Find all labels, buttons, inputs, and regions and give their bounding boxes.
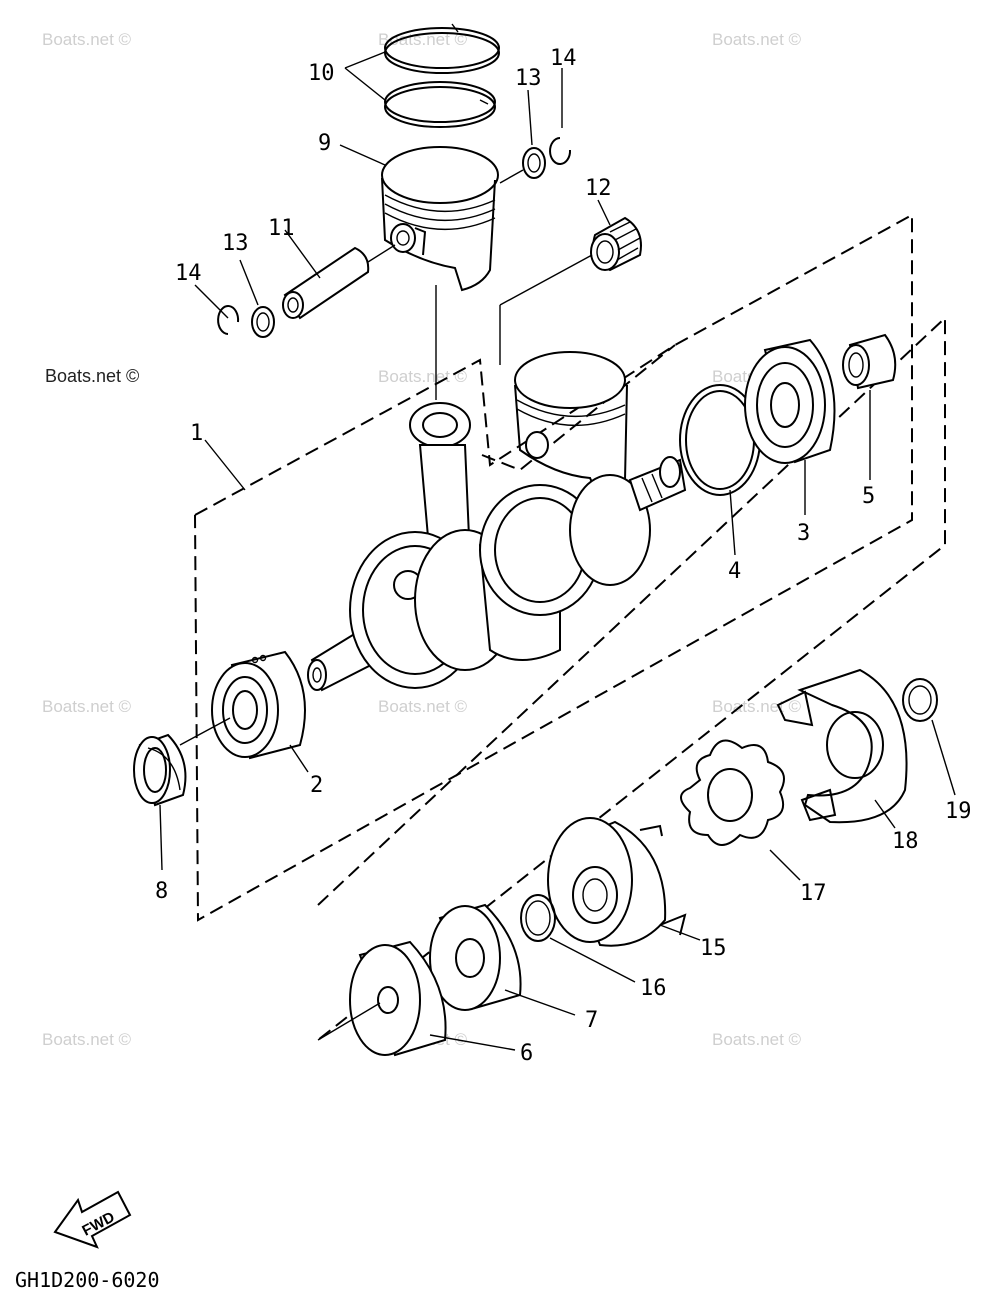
label-part-6: 6: [520, 1041, 533, 1066]
needle-bearing: [499, 216, 642, 365]
watermark: Boats.net ©: [42, 1030, 132, 1049]
piston-assembled: [514, 351, 628, 502]
main-bearing-left: [179, 650, 309, 773]
forward-arrow: FWD: [53, 1190, 132, 1249]
watermark: Boats.net ©: [42, 30, 132, 49]
label-part-15: 15: [700, 936, 727, 961]
watermark: Boats.net ©: [378, 697, 468, 716]
assembly-1-boundary: [194, 213, 913, 922]
watermark: Boats.net ©: [378, 367, 468, 386]
coupling-flange: [547, 817, 701, 947]
leader-lines: [194, 51, 611, 491]
label-part-2: 2: [310, 773, 323, 798]
label-part-11: 11: [268, 216, 295, 241]
label-part-5: 5: [862, 484, 875, 509]
o-ring: [902, 678, 956, 796]
pin-clips-left: [217, 305, 275, 338]
piston-pin: [282, 244, 396, 320]
washer: [429, 903, 576, 1016]
watermark: Boats.net ©: [712, 1030, 802, 1049]
label-part-18: 18: [892, 829, 919, 854]
label-part-10: 10: [308, 61, 335, 86]
piston-rings: [384, 23, 500, 128]
part-labels: 1 2 3 4 5 6 7 8 9 10 11 12 13 13 14 14 1…: [155, 46, 972, 1066]
coupling-boundary: [317, 315, 946, 1041]
main-bearing-right: [744, 338, 836, 515]
watermark: Boats.net ©: [45, 366, 139, 386]
label-part-14: 14: [175, 261, 202, 286]
label-part-13: 13: [222, 231, 249, 256]
label-part-13: 13: [515, 66, 542, 91]
small-o-ring: [520, 894, 636, 983]
bushing: [842, 333, 897, 480]
label-part-17: 17: [800, 881, 827, 906]
watermark: Boats.net ©: [42, 697, 132, 716]
label-part-9: 9: [318, 131, 331, 156]
coupling-half: [776, 668, 908, 829]
watermark: Boats.net ©: [712, 30, 802, 49]
oil-seal: [133, 733, 187, 871]
label-part-8: 8: [155, 879, 168, 904]
label-part-4: 4: [728, 559, 741, 584]
thrust-plate: [317, 940, 516, 1057]
drawing-code: GH1D200-6020: [15, 1268, 160, 1292]
label-part-7: 7: [585, 1008, 598, 1033]
label-part-3: 3: [797, 521, 810, 546]
crankshaft: [307, 456, 687, 692]
label-part-14: 14: [550, 46, 577, 71]
label-part-19: 19: [945, 799, 972, 824]
damper: [680, 739, 801, 881]
label-part-1: 1: [190, 421, 203, 446]
label-part-16: 16: [640, 976, 667, 1001]
label-part-12: 12: [585, 176, 612, 201]
piston: [381, 146, 499, 292]
pin-clips-right: [499, 137, 572, 184]
